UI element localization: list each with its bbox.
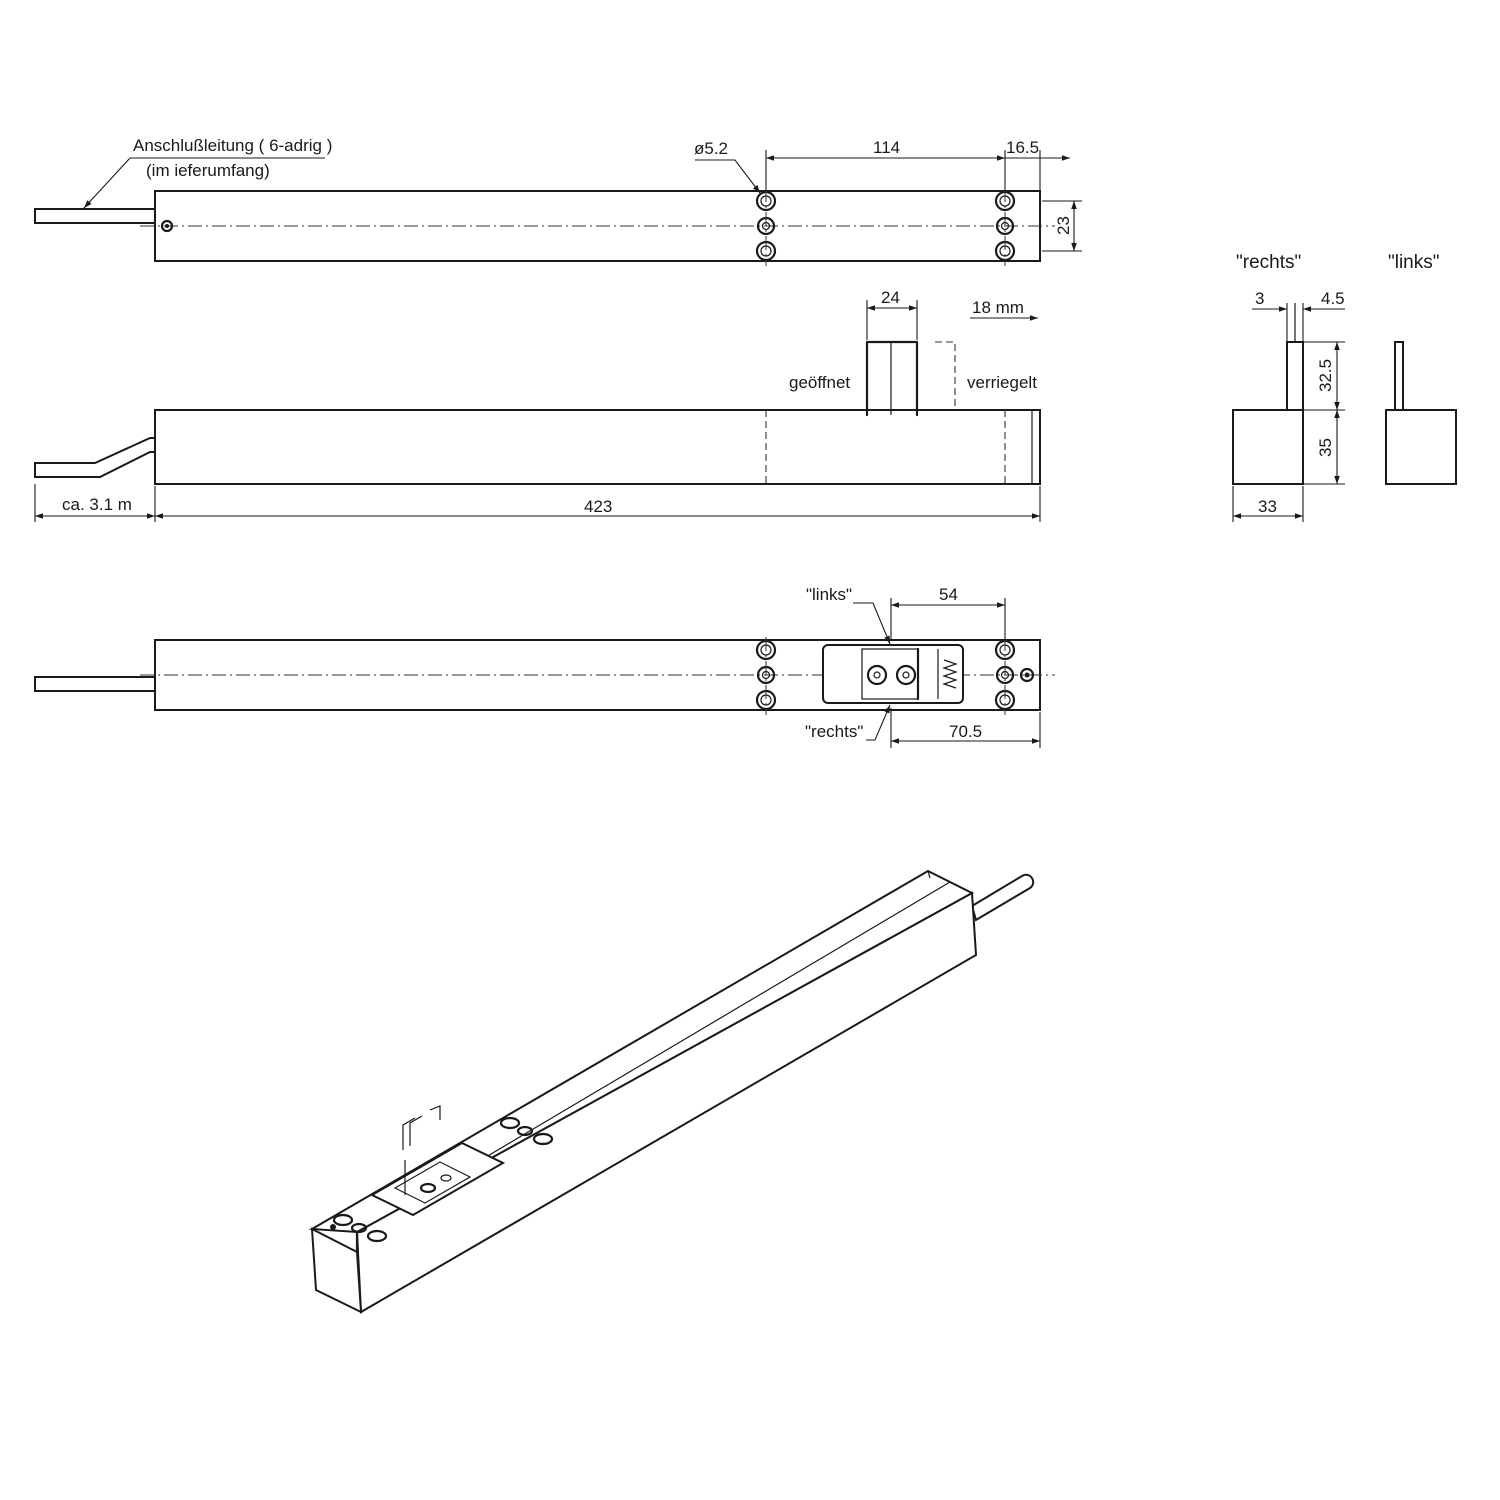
end-profile-right	[1232, 409, 1304, 485]
dim-423-label: 423	[584, 497, 612, 516]
hole-group-right-bottom	[994, 637, 1016, 715]
dim-54-label: 54	[939, 585, 958, 604]
state-open-label: geöffnet	[789, 373, 850, 392]
cable-iso	[970, 873, 1035, 922]
end-bolt-right	[1286, 341, 1304, 411]
dim-cable-length-label: ca. 3.1 m	[62, 495, 132, 514]
bolt-locked	[935, 341, 956, 410]
bottom-links-label: "links"	[806, 585, 852, 604]
end-view-left-title: "links"	[1388, 252, 1440, 273]
iso-bolt-locked	[429, 1105, 441, 1120]
iso-side-face	[355, 891, 978, 1314]
screw-marker-right	[1019, 667, 1035, 683]
end-view-right-title: "rechts"	[1236, 252, 1301, 273]
spring	[942, 659, 958, 689]
cable-side	[34, 437, 156, 478]
end-view-left: "links"	[1385, 252, 1457, 485]
top-view: Anschlußleitung ( 6-adrig ) (im ieferumf…	[34, 136, 1082, 266]
cable-label-line2: (im ieferumfang)	[146, 161, 270, 180]
rechts-leader	[866, 704, 891, 741]
dim-24-label: 24	[881, 288, 900, 307]
hole-leader	[695, 159, 761, 194]
side-view: 24 18 mm geöffnet verriegelt ca. 3.1 m 4…	[34, 288, 1041, 522]
screw-marker-left	[160, 219, 174, 233]
isometric-view	[308, 869, 1035, 1314]
bolt-body-side	[154, 409, 1041, 485]
cable-leader	[83, 157, 325, 209]
iso-end-face	[310, 1227, 363, 1314]
hole-diameter-label: ø5.2	[694, 139, 728, 158]
iso-top-face	[308, 869, 975, 1234]
hole-group-right	[994, 188, 1016, 266]
end-profile-left	[1385, 409, 1457, 485]
iso-holes-rear	[499, 1116, 554, 1146]
iso-bolt-open	[402, 1117, 416, 1150]
dim-32-5-label: 32.5	[1316, 359, 1335, 392]
dim-33-label: 33	[1258, 497, 1277, 516]
iso-holes-front	[330, 1213, 388, 1243]
end-bolt-left	[1394, 341, 1404, 411]
stroke-label: 18 mm	[972, 298, 1024, 317]
bolt-open	[865, 340, 919, 417]
iso-lock-window	[369, 1141, 506, 1217]
links-leader	[853, 602, 891, 645]
hole-group-left-bottom	[755, 637, 777, 715]
bottom-rechts-label: "rechts"	[805, 722, 863, 741]
dim-4-5-label: 4.5	[1321, 289, 1345, 308]
dim-114-label: 114	[873, 138, 900, 157]
bottom-view: "links" "rechts" 54 70.5	[34, 585, 1055, 748]
dim-23-label: 23	[1054, 216, 1073, 235]
cable-top	[34, 208, 156, 224]
state-locked-label: verriegelt	[967, 373, 1037, 392]
lock-window	[822, 644, 964, 704]
dim-3-label: 3	[1255, 289, 1264, 308]
cable-bottom	[34, 676, 156, 692]
dim-70-5-label: 70.5	[949, 722, 982, 741]
dim-16-5-label: 16.5	[1006, 138, 1039, 157]
end-view-right: "rechts" 3 4.5 32.5 35 33	[1232, 252, 1345, 522]
dim-35-label: 35	[1316, 438, 1335, 457]
hole-group-left	[755, 188, 777, 266]
cable-label-line1: Anschlußleitung ( 6-adrig )	[133, 136, 332, 155]
